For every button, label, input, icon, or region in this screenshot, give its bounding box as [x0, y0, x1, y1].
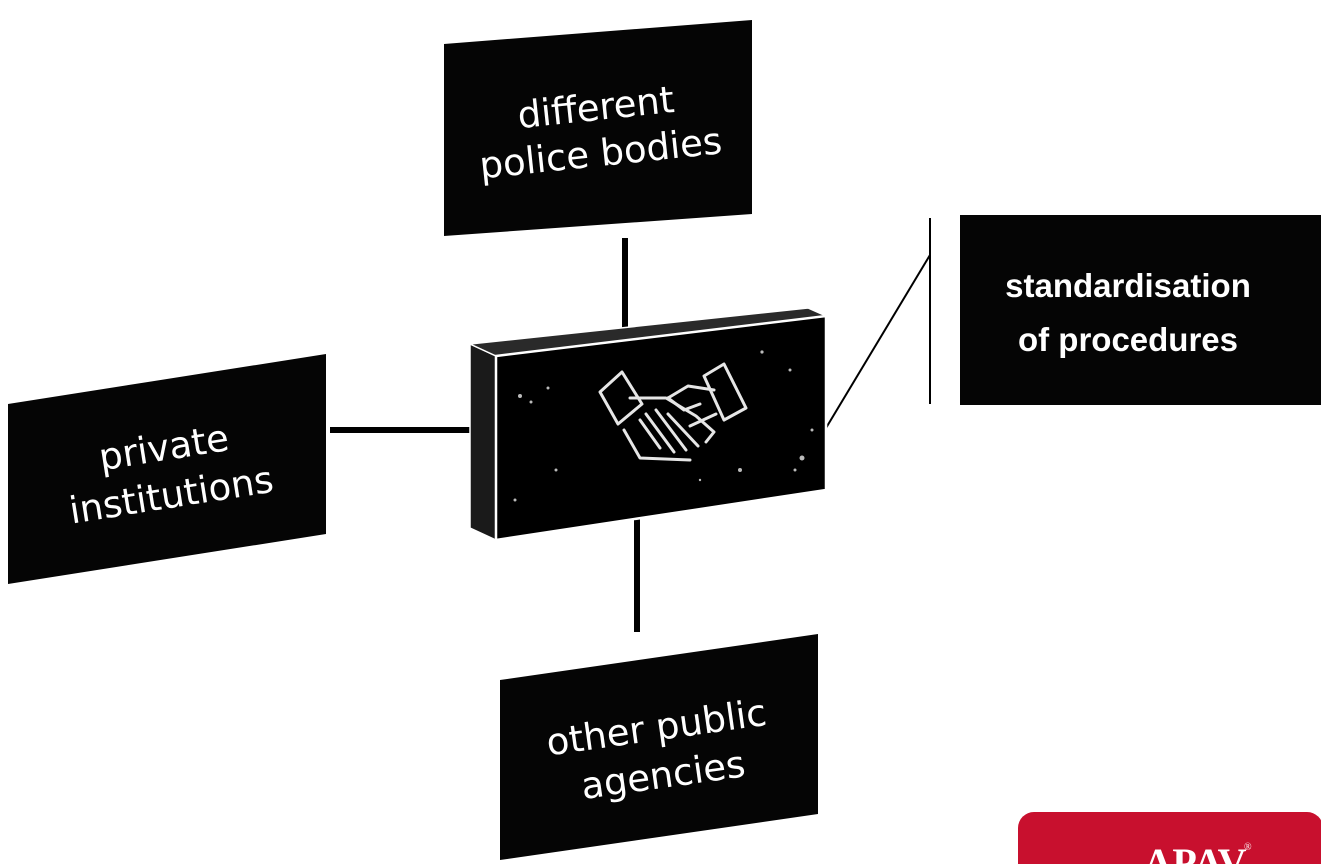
- node-left: private institutions: [8, 354, 326, 584]
- connectors: [330, 218, 931, 632]
- node-right-box: [960, 215, 1321, 405]
- node-right-line2: of procedures: [1018, 321, 1238, 358]
- apav-logo: APAV ®: [1018, 812, 1321, 864]
- center-block-side: [469, 342, 497, 542]
- logo-text: APAV: [1144, 840, 1247, 864]
- node-right: standardisation of procedures: [960, 215, 1321, 405]
- center-block: [467, 307, 829, 542]
- connector-right-diagonal: [825, 254, 931, 429]
- handshake-icon: [598, 362, 748, 462]
- logo-background: [1018, 812, 1321, 864]
- center-block-texture: [513, 350, 814, 502]
- node-bottom: other public agencies: [500, 634, 818, 860]
- node-bottom-box: [500, 634, 818, 860]
- node-right-line1: standardisation: [1005, 267, 1251, 304]
- node-top-box: [444, 20, 752, 236]
- center-block-front: [494, 314, 828, 542]
- logo-registered-mark: ®: [1244, 842, 1252, 853]
- node-top: different police bodies: [444, 20, 752, 236]
- node-left-box: [8, 354, 326, 584]
